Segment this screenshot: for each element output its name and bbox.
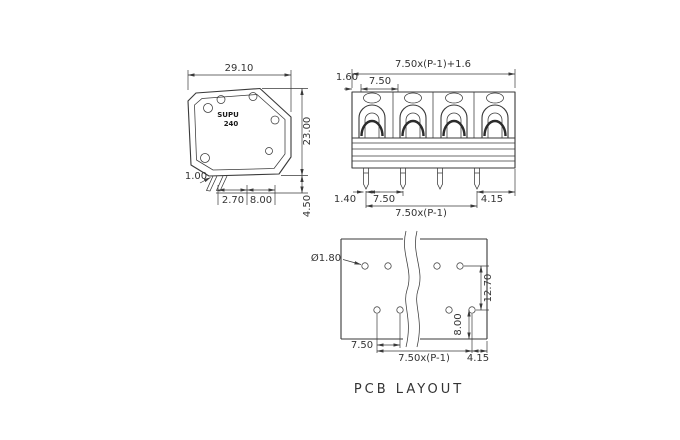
dim-hole-diameter-label: Ø1.80 (311, 252, 341, 264)
front-view: 7.50x(P-1)+1.6 1.60 7.50 1.40 7.50 4.15 … (334, 59, 516, 219)
solder-pins-front (363, 167, 480, 190)
dim-pcb-last-to-edge-label: 4.15 (467, 353, 489, 364)
dim-pcb-pitch-label: 7.50 (351, 340, 373, 351)
pcb-layout-caption: PCB LAYOUT (354, 382, 464, 397)
dim-pin-gap-label: 2.70 (222, 195, 244, 206)
side-view-dimensions: 29.10 23.00 4.50 1.00 2.70 8.00 (185, 63, 313, 217)
dim-row-to-edge-label: 8.00 (453, 313, 464, 335)
break-line-left (404, 230, 410, 348)
dim-end-margin-label: 1.60 (336, 72, 358, 83)
dim-pitch-top-label: 7.50 (369, 76, 391, 87)
front-body (351, 91, 516, 169)
dim-pin-to-edge-label: 8.00 (250, 195, 272, 206)
model-text: 240 (224, 120, 239, 128)
brand-text: SUPU (217, 111, 239, 119)
dim-span-label: 7.50x(P-1) (395, 208, 447, 219)
pcb-layout-view: Ø1.80 12.70 8.00 7.50 7.50x(P-1) 4.15 PC… (311, 230, 494, 397)
dim-pin-length-label: 4.50 (302, 195, 313, 217)
wire-clamps (357, 91, 510, 140)
dim-total-width-label: 7.50x(P-1)+1.6 (395, 59, 471, 70)
dim-width-label: 29.10 (225, 63, 254, 74)
side-view: SUPU 240 29.10 23.00 4. (185, 63, 313, 217)
dim-pin-width-label: 1.40 (334, 194, 356, 205)
pcb-outline (340, 230, 488, 348)
dim-pcb-span-label: 7.50x(P-1) (398, 353, 450, 364)
pcb-dimensions: Ø1.80 12.70 8.00 7.50 7.50x(P-1) 4.15 (311, 252, 494, 364)
brand-mark: SUPU 240 (217, 111, 239, 128)
break-line-right (415, 230, 421, 348)
dim-pin-offset-label: 1.00 (185, 171, 207, 182)
dim-pitch-bottom-label: 7.50 (373, 194, 395, 205)
dim-height-label: 23.00 (302, 117, 313, 146)
front-view-dimensions: 7.50x(P-1)+1.6 1.60 7.50 1.40 7.50 4.15 … (334, 59, 516, 219)
dim-row-spacing-label: 12.70 (483, 274, 494, 303)
terminal-body-outline (187, 87, 292, 177)
dim-last-to-edge-label: 4.15 (481, 194, 503, 205)
